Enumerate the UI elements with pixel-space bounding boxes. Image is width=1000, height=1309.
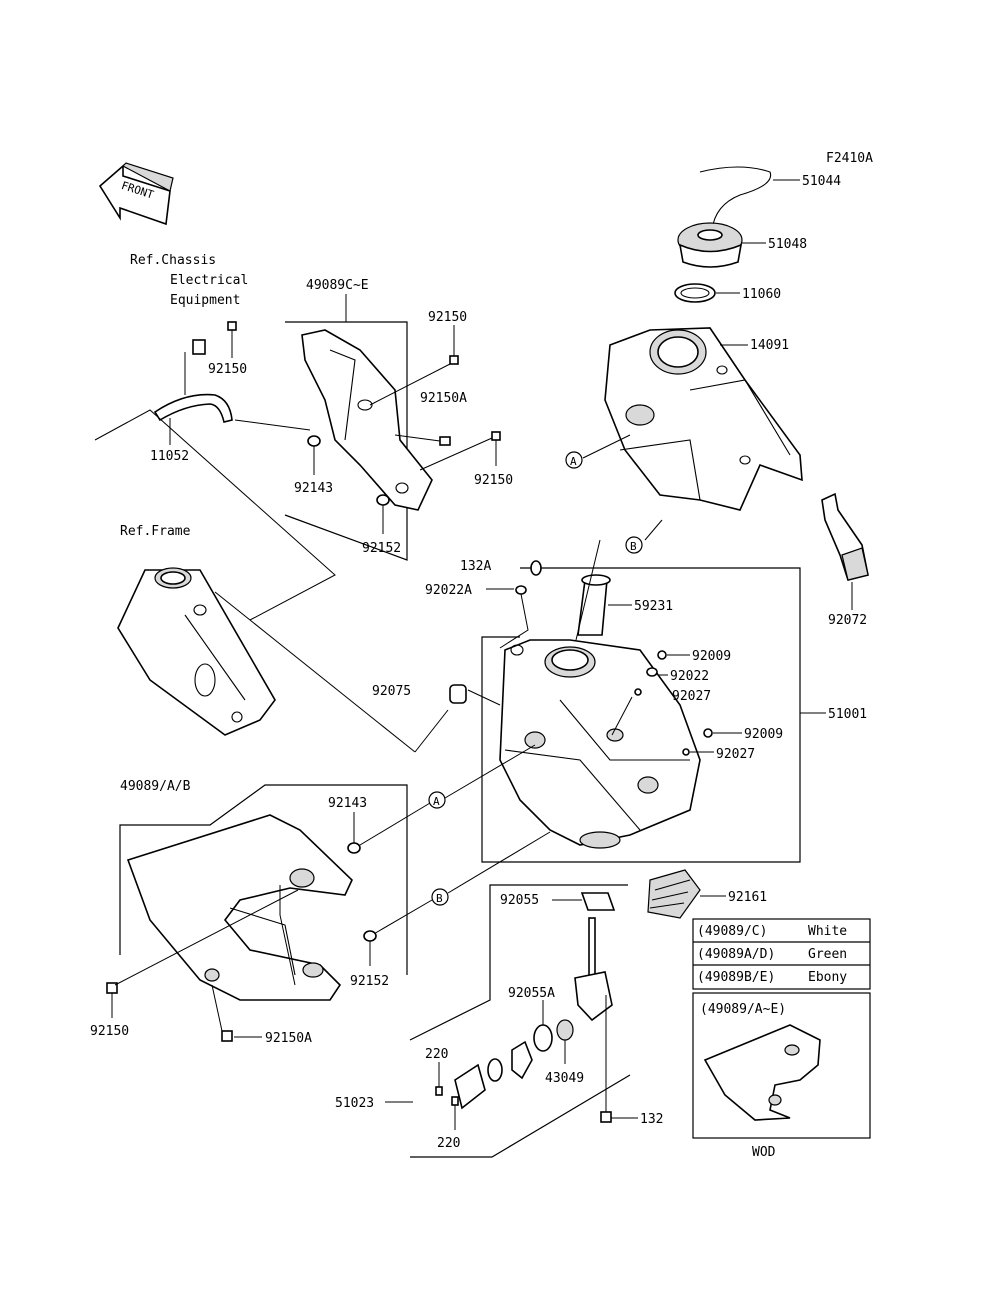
part-92072: 92072 — [828, 613, 867, 628]
collar-92152-top — [376, 494, 390, 534]
fitting-92009-bot — [703, 728, 742, 738]
part-92055: 92055 — [500, 893, 539, 908]
clamp-92027-top — [634, 688, 642, 696]
callout-a-top: A — [570, 455, 577, 468]
rubber-bracket-part — [821, 492, 869, 610]
screw-220-bot — [451, 1096, 459, 1130]
ref-chassis-label-3: Equipment — [170, 293, 240, 308]
collar-92152-bot — [363, 930, 377, 966]
bolt-92150-bot — [106, 889, 299, 1018]
washer-92022 — [646, 667, 668, 677]
part-92009-top: 92009 — [692, 649, 731, 664]
part-220-bot: 220 — [437, 1136, 460, 1151]
part-92150a-bot: 92150A — [265, 1031, 312, 1046]
fuel-cap-part — [677, 222, 766, 268]
color-name-row-1: White — [808, 924, 847, 939]
part-92075: 92075 — [372, 684, 411, 699]
lever-43049 — [556, 1019, 574, 1064]
grommet-92075 — [449, 684, 501, 706]
fuel-filter-part — [575, 539, 632, 641]
shroud-bracket-part — [301, 329, 433, 511]
part-11060: 11060 — [742, 287, 781, 302]
part-92150-left: 92150 — [208, 362, 247, 377]
callout-b-top: B — [630, 540, 637, 553]
part-92143-top: 92143 — [294, 481, 333, 496]
screw-220-top — [435, 1062, 443, 1096]
part-92150a-top: 92150A — [420, 391, 467, 406]
part-92152-top: 92152 — [362, 541, 401, 556]
part-92055a: 92055A — [508, 986, 555, 1001]
radiator-shroud-part — [126, 814, 353, 1001]
inset-title: (49089/A~E) — [700, 1002, 786, 1017]
oring-small — [487, 1058, 503, 1082]
part-92150-bot: 92150 — [90, 1024, 129, 1039]
inset-box: (49089/A~E) WOD — [692, 992, 871, 1160]
fuel-tank-part — [499, 639, 701, 849]
oring-92055a — [533, 1000, 553, 1052]
part-132a: 132A — [460, 559, 491, 574]
color-code-row-1: (49089/C) — [697, 924, 767, 939]
ref-chassis-label-2: Electrical — [170, 273, 248, 288]
washer-92022a — [486, 585, 529, 649]
part-132: 132 — [640, 1112, 663, 1127]
part-92143-bot: 92143 — [328, 796, 367, 811]
part-43049: 43049 — [545, 1071, 584, 1086]
lever-part — [511, 1040, 533, 1080]
part-92027-top: 92027 — [672, 689, 711, 704]
clamp-92027-bot — [682, 748, 714, 756]
breather-hose-part — [699, 166, 800, 231]
part-92150-top: 92150 — [428, 310, 467, 325]
bolt-132a — [530, 560, 542, 576]
ref-frame-label: Ref.Frame — [120, 524, 191, 539]
color-code-row-2: (49089A/D) — [697, 947, 775, 962]
part-92152-bot: 92152 — [350, 974, 389, 989]
grommet-92143-top — [307, 435, 321, 475]
color-name-row-2: Green — [808, 947, 847, 962]
fitting-92009-top — [657, 650, 690, 660]
cap-gasket-part — [674, 283, 740, 303]
pad-92161 — [647, 869, 726, 919]
frame-part — [117, 567, 276, 736]
part-14091: 14091 — [750, 338, 789, 353]
fuel-cock-part — [574, 917, 613, 1123]
plate-92055 — [552, 892, 616, 911]
part-92022a: 92022A — [425, 583, 472, 598]
color-table: (49089/C) White (49089A/D) Green (49089B… — [692, 918, 871, 990]
callout-b-bot: B — [436, 892, 443, 905]
part-220-top: 220 — [425, 1047, 448, 1062]
part-92150-mid: 92150 — [474, 473, 513, 488]
bolt-92150-top — [369, 325, 459, 406]
tank-cover-part — [604, 327, 803, 511]
grommet-92143-bot — [347, 812, 361, 854]
clip-part — [394, 434, 451, 446]
part-49089c-e: 49089C~E — [306, 278, 369, 293]
part-11052: 11052 — [150, 449, 189, 464]
fuel-cock-plate-part — [454, 1063, 486, 1110]
bolt-92150-mid — [419, 431, 501, 471]
part-92022: 92022 — [670, 669, 709, 684]
part-51001: 51001 — [828, 707, 867, 722]
part-92009-bot: 92009 — [744, 727, 783, 742]
front-arrow-icon: FRONT — [98, 162, 174, 226]
part-51048: 51048 — [768, 237, 807, 252]
part-92161: 92161 — [728, 890, 767, 905]
hose-guide-part — [153, 339, 233, 445]
color-name-row-3: Ebony — [808, 970, 847, 985]
part-92027-bot: 92027 — [716, 747, 755, 762]
part-51044: 51044 — [802, 174, 841, 189]
part-49089-ab: 49089/A/B — [120, 779, 191, 794]
inset-caption: WOD — [752, 1145, 776, 1160]
figure-code: F2410A — [826, 151, 873, 166]
bolt-92150-left — [227, 321, 237, 358]
bolt-92150a-bot — [211, 984, 262, 1042]
ref-chassis-label: Ref.Chassis — [130, 253, 216, 268]
callout-a-bot: A — [433, 795, 440, 808]
part-51023: 51023 — [335, 1096, 374, 1111]
color-code-row-3: (49089B/E) — [697, 970, 775, 985]
part-59231: 59231 — [634, 599, 673, 614]
